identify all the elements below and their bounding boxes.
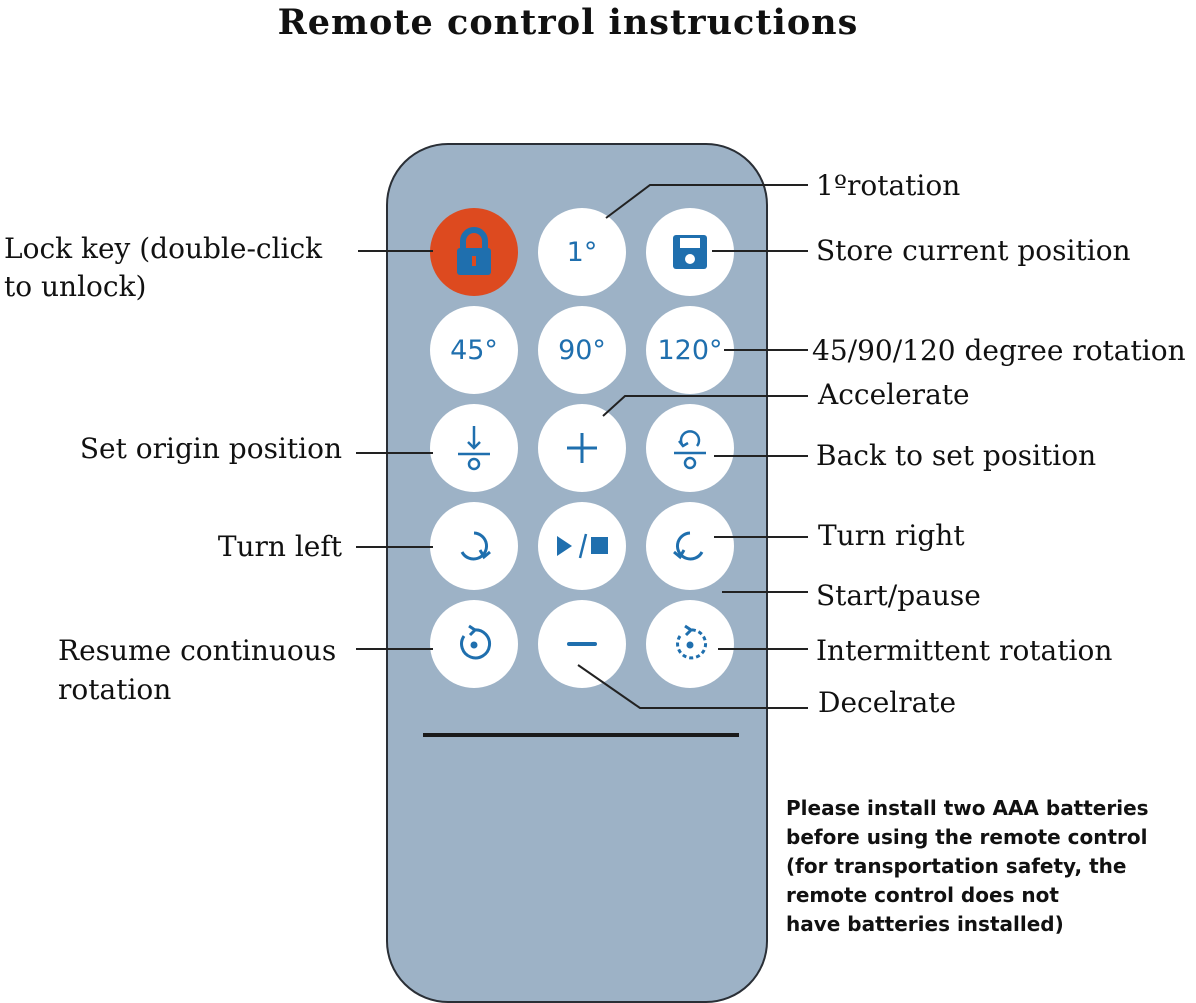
- set-origin-button[interactable]: [430, 404, 518, 492]
- plus-icon: [567, 433, 597, 463]
- turn-left-button[interactable]: [430, 502, 518, 590]
- label-degree-rotation: 45/90/120 degree rotation: [812, 334, 1186, 367]
- decelerate-button[interactable]: [538, 600, 626, 688]
- rotate-120-button[interactable]: 120°: [646, 306, 734, 394]
- counterclockwise-arrow-icon: [673, 531, 704, 561]
- lock-button[interactable]: [430, 208, 518, 296]
- label-set-origin: Set origin position: [79, 432, 342, 465]
- minus-icon: [567, 642, 597, 646]
- label-start-pause: Start/pause: [816, 579, 981, 612]
- floppy-disk-icon: [673, 235, 707, 269]
- rotate-to-origin-icon: [674, 430, 706, 470]
- label-back-to-set: Back to set position: [816, 439, 1097, 472]
- label-intermittent: Intermittent rotation: [816, 634, 1113, 667]
- label-turn-left: Turn left: [217, 530, 342, 563]
- lock-icon: [457, 227, 491, 275]
- intermittent-rotation-button[interactable]: [646, 600, 734, 688]
- leader-1-rotation: [605, 184, 808, 219]
- clockwise-arrow-icon: [460, 531, 491, 561]
- deg90-label: 90°: [558, 334, 606, 366]
- label-lock-key-line2: to unlock): [4, 270, 147, 303]
- label-1-rotation: 1ºrotation: [816, 169, 961, 202]
- deg120-label: 120°: [657, 334, 723, 366]
- label-accelerate: Accelerate: [818, 378, 970, 411]
- label-resume-line1: Resume continuous: [58, 634, 337, 667]
- label-resume-line2: rotation: [58, 673, 172, 706]
- turn-right-button[interactable]: [646, 502, 734, 590]
- accelerate-button[interactable]: [538, 404, 626, 492]
- rotate-1-degree-button[interactable]: 1°: [538, 208, 626, 296]
- start-pause-button[interactable]: [538, 502, 626, 590]
- arrow-down-to-origin-icon: [458, 426, 490, 471]
- leader-accelerate: [602, 395, 808, 417]
- leader-lines: [356, 184, 808, 709]
- continuous-rotation-icon: [460, 624, 492, 660]
- label-store-position: Store current position: [816, 234, 1131, 267]
- label-turn-right: Turn right: [818, 519, 965, 552]
- diagram-title: Remote control instructions: [277, 2, 859, 43]
- label-decelerate: Decelrate: [818, 686, 957, 719]
- back-to-set-position-button[interactable]: [646, 404, 734, 492]
- leader-decelerate: [577, 664, 808, 709]
- rotate-45-button[interactable]: 45°: [430, 306, 518, 394]
- remote-divider: [423, 733, 739, 737]
- deg45-label: 45°: [450, 334, 498, 366]
- one-degree-label: 1°: [566, 236, 598, 268]
- battery-note: Please install two AAA batteries before …: [786, 796, 1149, 936]
- label-lock-key-line1: Lock key (double-click: [4, 232, 323, 265]
- resume-continuous-rotation-button[interactable]: [430, 600, 518, 688]
- dashed-rotation-icon: [676, 624, 708, 660]
- rotate-90-button[interactable]: 90°: [538, 306, 626, 394]
- play-stop-icon: [557, 533, 608, 559]
